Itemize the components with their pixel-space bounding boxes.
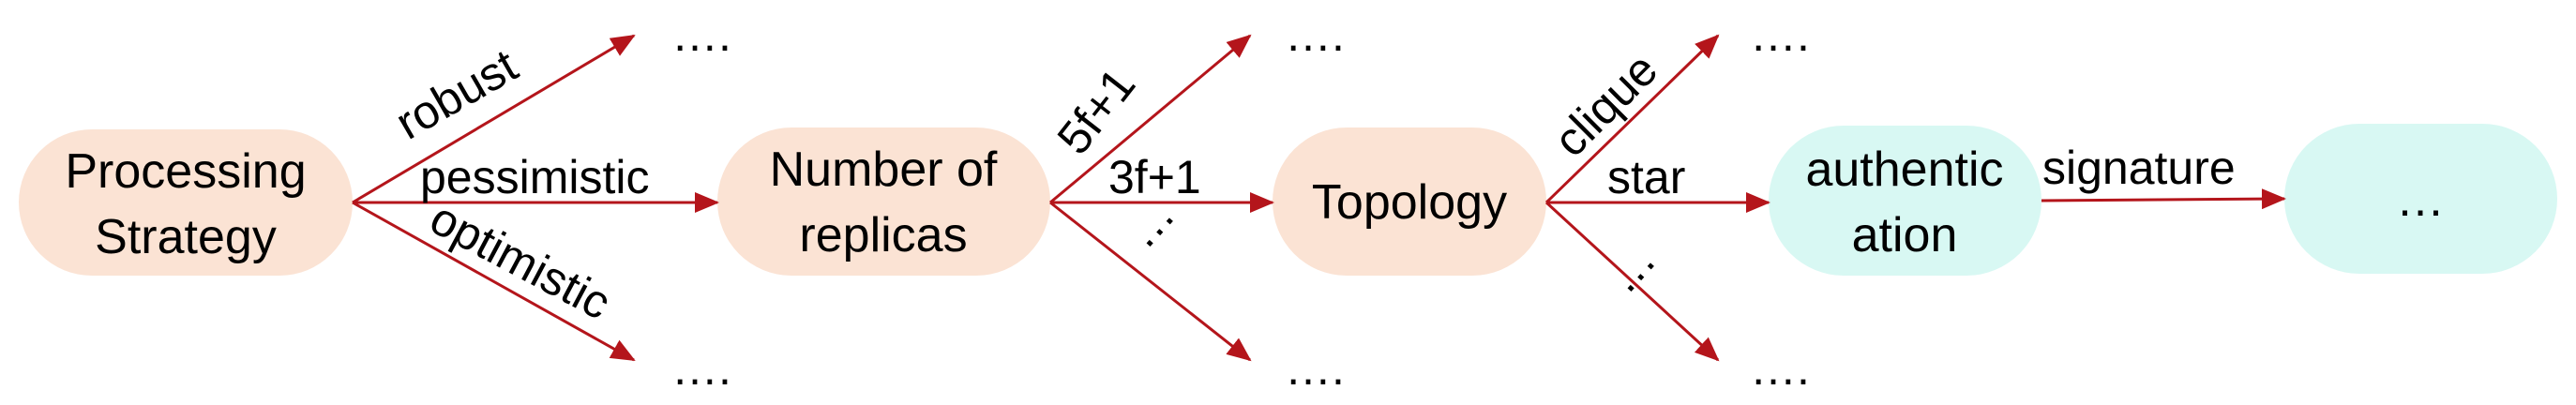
ellipsis-topology-more-target: …. [1750,342,1810,395]
node-next [2284,124,2557,274]
ellipsis-5f1-target: …. [1285,8,1345,61]
edge-topology-more-arrow [1544,201,1720,362]
edge-optimistic-label: optimistic [422,191,619,329]
node-authentication-line1: authentic [1805,142,2003,197]
ellipsis-clique-target: …. [1750,8,1810,61]
ellipsis-replicas-more-target: …. [1285,342,1345,395]
node-processing-strategy-line1: Processing [65,144,306,199]
edge-robust-arrow [352,34,636,204]
edge-star-label: star [1607,151,1685,203]
ellipsis-optimistic-target: …. [671,342,731,395]
edge-topology-more-label: … [1596,233,1666,304]
node-processing-strategy-line2: Strategy [95,210,277,264]
node-topology [1273,128,1546,276]
edge-3f1-label: 3f+1 [1108,151,1201,203]
edge-clique-label: clique [1544,43,1667,167]
node-next-label: … [2396,172,2445,227]
edge-5f1-arrow [1049,34,1252,204]
edge-signature-arrow [2041,188,2286,210]
edge-robust-label: robust [387,38,526,149]
node-authentication-line2: ation [1852,208,1958,262]
node-number-of-replicas-line2: replicas [799,208,967,262]
edge-signature-label: signature [2042,142,2236,194]
edge-clique-arrow [1544,34,1720,204]
node-number-of-replicas [717,128,1050,276]
edge-optimistic-arrow [352,201,636,362]
node-processing-strategy [19,129,353,276]
edge-pessimistic-label: pessimistic [420,151,649,203]
ellipsis-robust-target: …. [671,8,731,61]
edge-5f1-label: 5f+1 [1047,59,1146,164]
node-topology-label: Topology [1312,175,1507,230]
node-number-of-replicas-line1: Number of [770,142,998,197]
edge-replicas-more-arrow [1049,201,1252,362]
node-authentication [1769,126,2041,276]
